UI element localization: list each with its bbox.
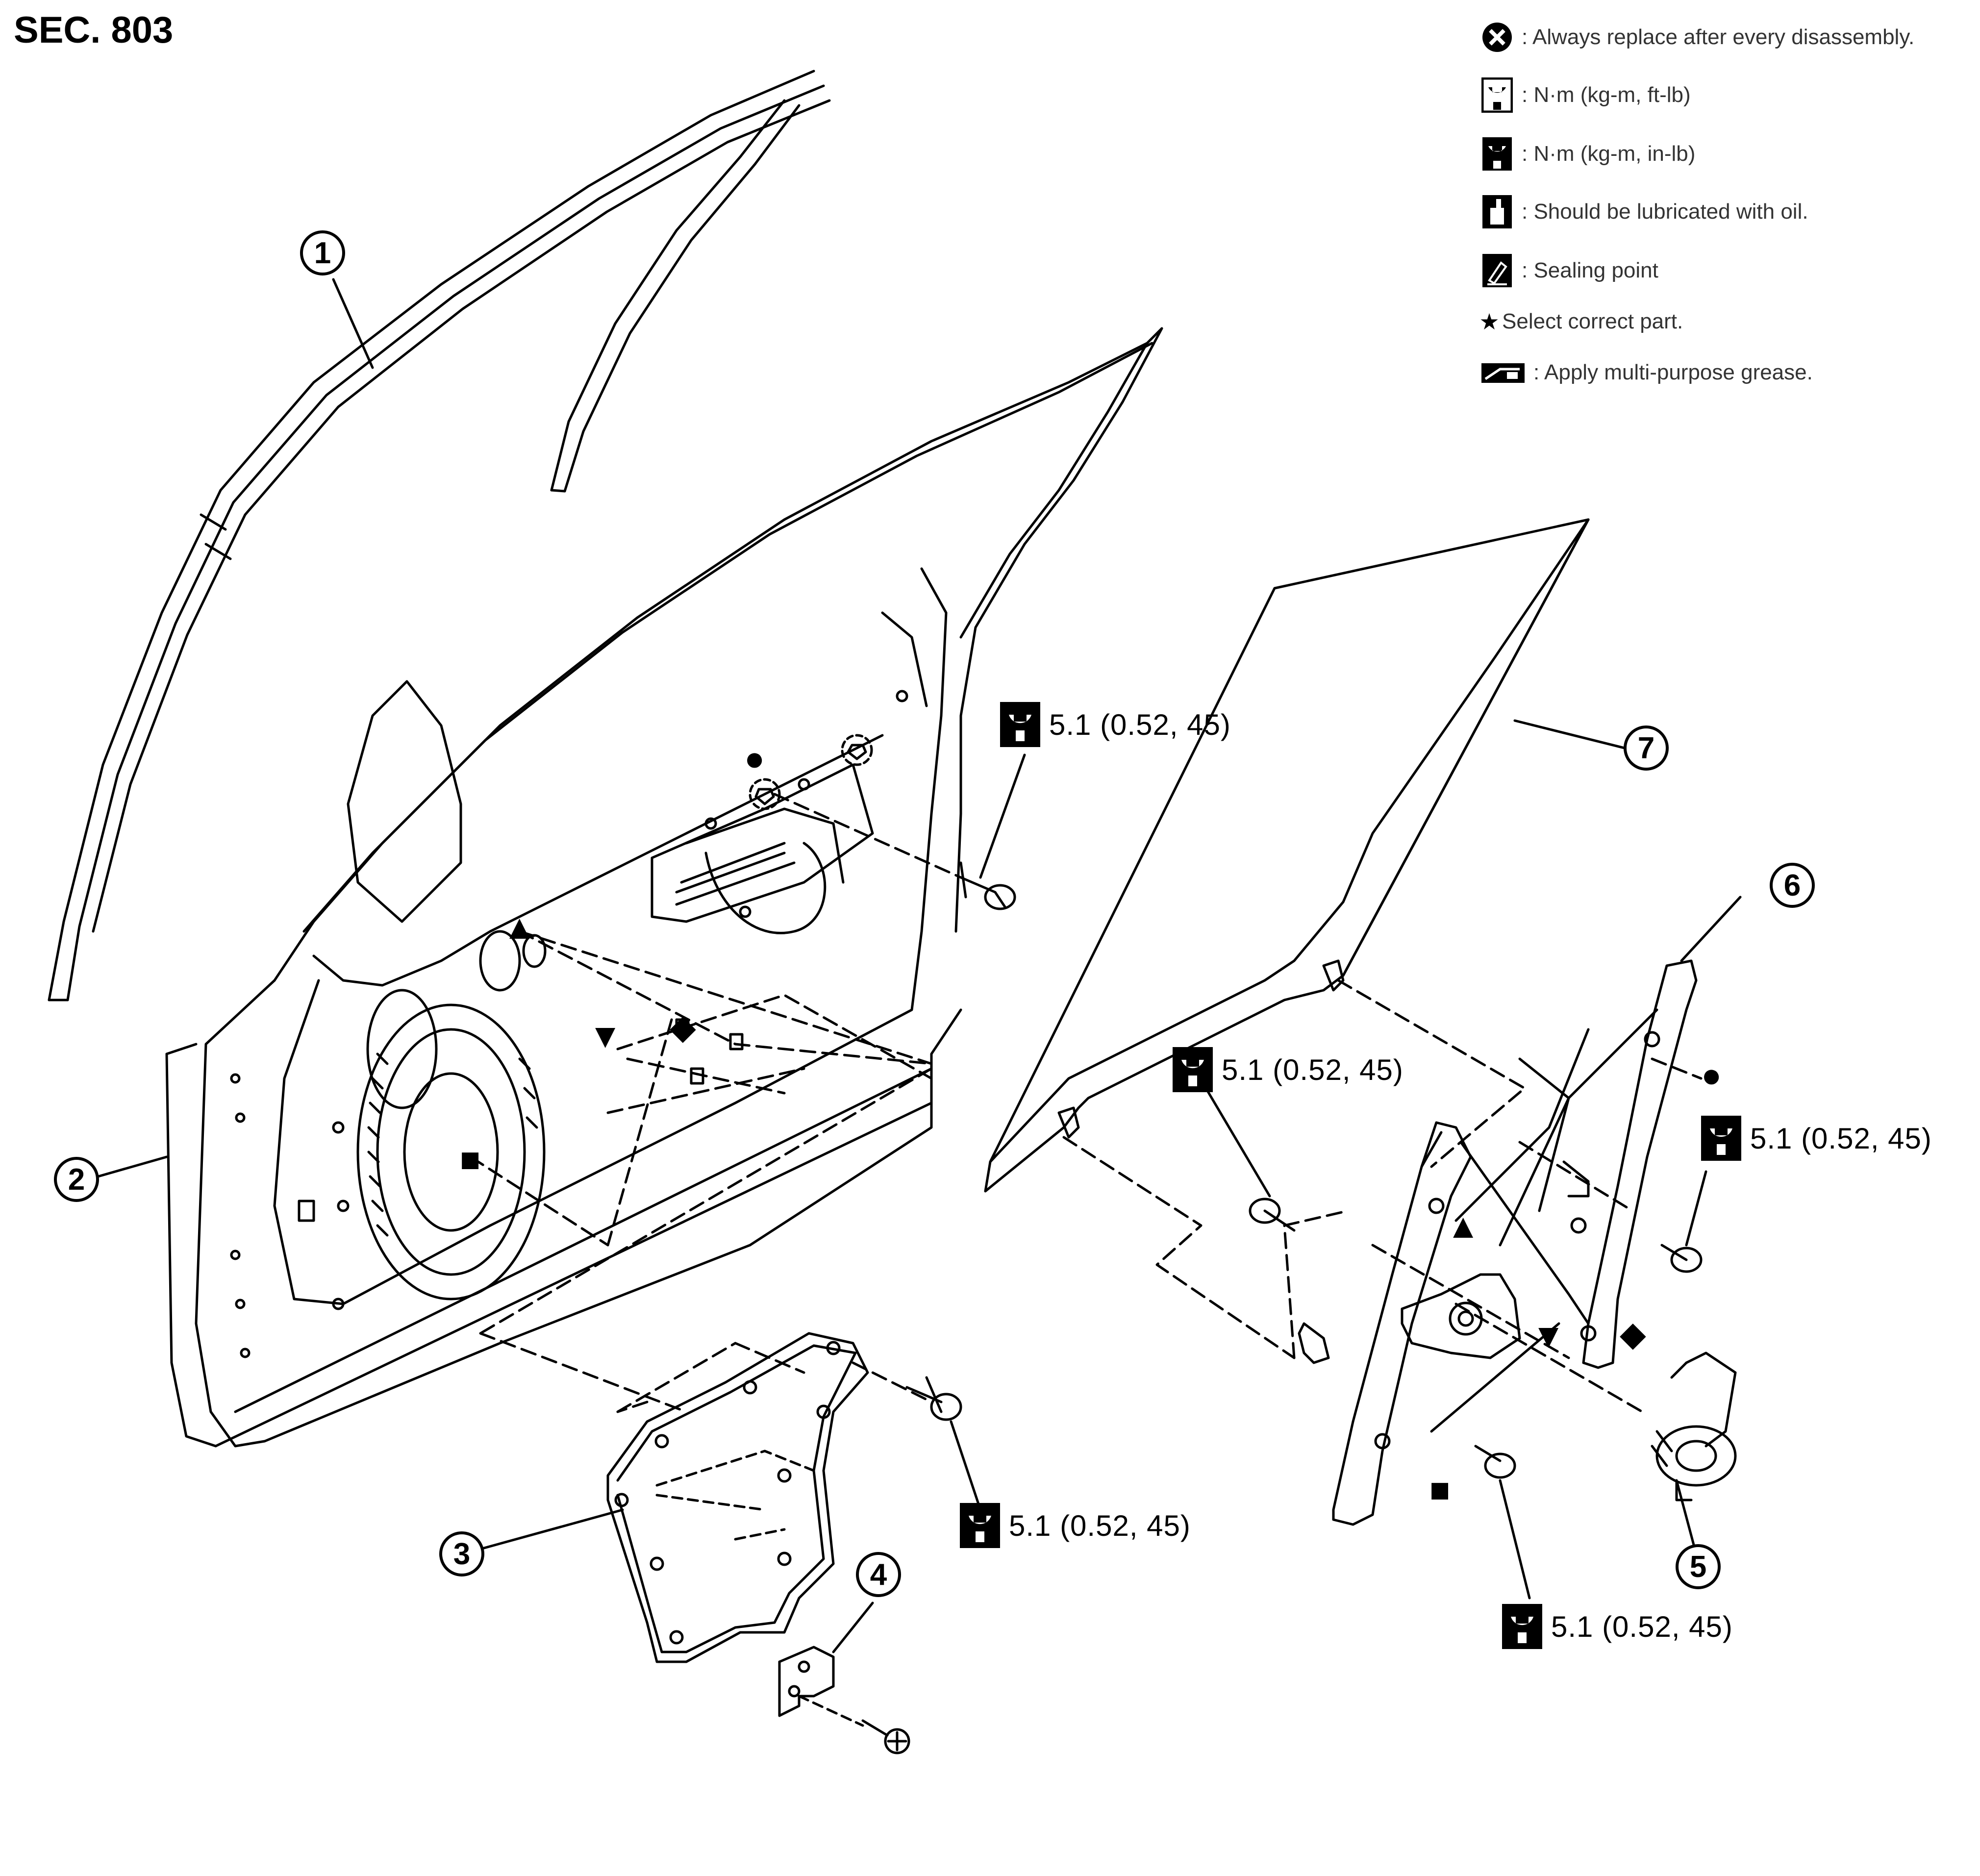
leader-torque-1 <box>979 753 1026 879</box>
legend-row-sealing: : Sealing point <box>1479 251 1658 290</box>
circle-marker: ● <box>1701 1056 1722 1094</box>
torque-spec-glass: 5.1 (0.52, 45) <box>1173 1047 1404 1092</box>
diamond-marker: ◆ <box>670 1008 696 1046</box>
leader-torque-3 <box>1204 1087 1271 1198</box>
upper-door-bolt <box>773 793 1016 910</box>
legend-row-torque-ft: : N·m (kg-m, ft-lb) <box>1479 75 1691 115</box>
callout-6: 6 <box>1770 863 1815 908</box>
legend-text: : Apply multi-purpose grease. <box>1533 360 1813 384</box>
front-door-panel <box>165 327 1163 1448</box>
legend-text: Select correct part. <box>1502 309 1683 333</box>
legend-row-torque-in: : N·m (kg-m, in-lb) <box>1479 134 1695 174</box>
torque-in-lb-icon <box>1502 1604 1542 1649</box>
leader-1 <box>332 278 374 369</box>
star-glyph: ★ <box>1479 309 1500 334</box>
torque-in-lb-icon <box>960 1503 1000 1548</box>
callout-2: 2 <box>54 1157 99 1202</box>
legend-row-oil: : Should be lubricated with oil. <box>1479 192 1808 231</box>
torque-value: 5.1 (0.52, 45) <box>1009 1509 1191 1542</box>
callout-3: 3 <box>439 1531 484 1576</box>
door-sealing-screen <box>606 1332 869 1663</box>
legend-text: : N·m (kg-m, ft-lb) <box>1522 83 1691 107</box>
legend-row-star: ★ Select correct part. <box>1479 302 1683 341</box>
leader-2 <box>97 1155 168 1178</box>
legend-text: : N·m (kg-m, in-lb) <box>1522 142 1696 166</box>
callout-1: 1 <box>300 230 345 275</box>
triangle-up-marker: ▲ <box>502 908 537 946</box>
torque-value: 5.1 (0.52, 45) <box>1049 708 1231 741</box>
torque-spec-regulator-lower: 5.1 (0.52, 45) <box>1502 1604 1733 1649</box>
legend-text: : Sealing point <box>1522 258 1658 282</box>
regulator-bolts <box>1249 1198 1703 1479</box>
sealing-point-icon <box>1479 253 1515 288</box>
legend-row-replace: : Always replace after every disassembly… <box>1479 18 1914 57</box>
square-marker: ■ <box>460 1140 481 1178</box>
grease-icon <box>1479 355 1527 390</box>
circle-marker: ● <box>744 739 765 777</box>
legend-row-grease: : Apply multi-purpose grease. <box>1479 353 1813 392</box>
torque-value: 5.1 (0.52, 45) <box>1750 1122 1932 1155</box>
oil-can-icon <box>1479 194 1515 229</box>
square-marker: ■ <box>1429 1471 1451 1509</box>
window-regulator <box>1298 959 1698 1526</box>
triangle-down-marker: ▼ <box>588 1017 623 1055</box>
assembly-guides <box>469 930 1703 1413</box>
door-sash-weatherstrip <box>48 70 831 1001</box>
always-replace-icon <box>1479 20 1515 55</box>
screen-bolt <box>905 1376 962 1421</box>
torque-in-lb-icon <box>1479 136 1515 172</box>
star-icon: ★ <box>1479 304 1499 339</box>
leader-4 <box>832 1601 874 1653</box>
torque-in-lb-icon <box>1701 1116 1741 1161</box>
callout-5: 5 <box>1676 1544 1721 1589</box>
torque-spec-upper: 5.1 (0.52, 45) <box>1000 702 1231 747</box>
torque-value: 5.1 (0.52, 45) <box>1222 1053 1404 1086</box>
triangle-up-marker: ▲ <box>1446 1207 1480 1245</box>
torque-value: 5.1 (0.52, 45) <box>1551 1610 1733 1643</box>
torque-spec-regulator-right: 5.1 (0.52, 45) <box>1701 1116 1932 1161</box>
diamond-marker: ◆ <box>1620 1315 1646 1353</box>
torque-ft-lb-icon <box>1479 77 1515 113</box>
leader-5 <box>1675 1479 1698 1555</box>
leader-3 <box>479 1508 624 1551</box>
torque-in-lb-icon <box>1173 1047 1213 1092</box>
leader-torque-5 <box>1499 1479 1531 1600</box>
callout-4: 4 <box>856 1552 901 1597</box>
torque-spec-screen: 5.1 (0.52, 45) <box>960 1503 1191 1548</box>
leader-7 <box>1513 719 1634 751</box>
leader-6 <box>1680 896 1742 962</box>
legend-text: : Always replace after every disassembly… <box>1522 25 1915 49</box>
door-glass <box>984 518 1590 1193</box>
leader-torque-2 <box>950 1420 982 1511</box>
leader-torque-4 <box>1685 1170 1707 1247</box>
section-title: SEC. 803 <box>14 9 174 51</box>
regulator-motor <box>1651 1351 1737 1501</box>
triangle-down-marker: ▼ <box>1531 1317 1566 1355</box>
callout-7: 7 <box>1624 725 1669 771</box>
bracket-and-screw <box>778 1646 910 1754</box>
legend-text: : Should be lubricated with oil. <box>1522 200 1808 224</box>
torque-in-lb-icon <box>1000 702 1040 747</box>
